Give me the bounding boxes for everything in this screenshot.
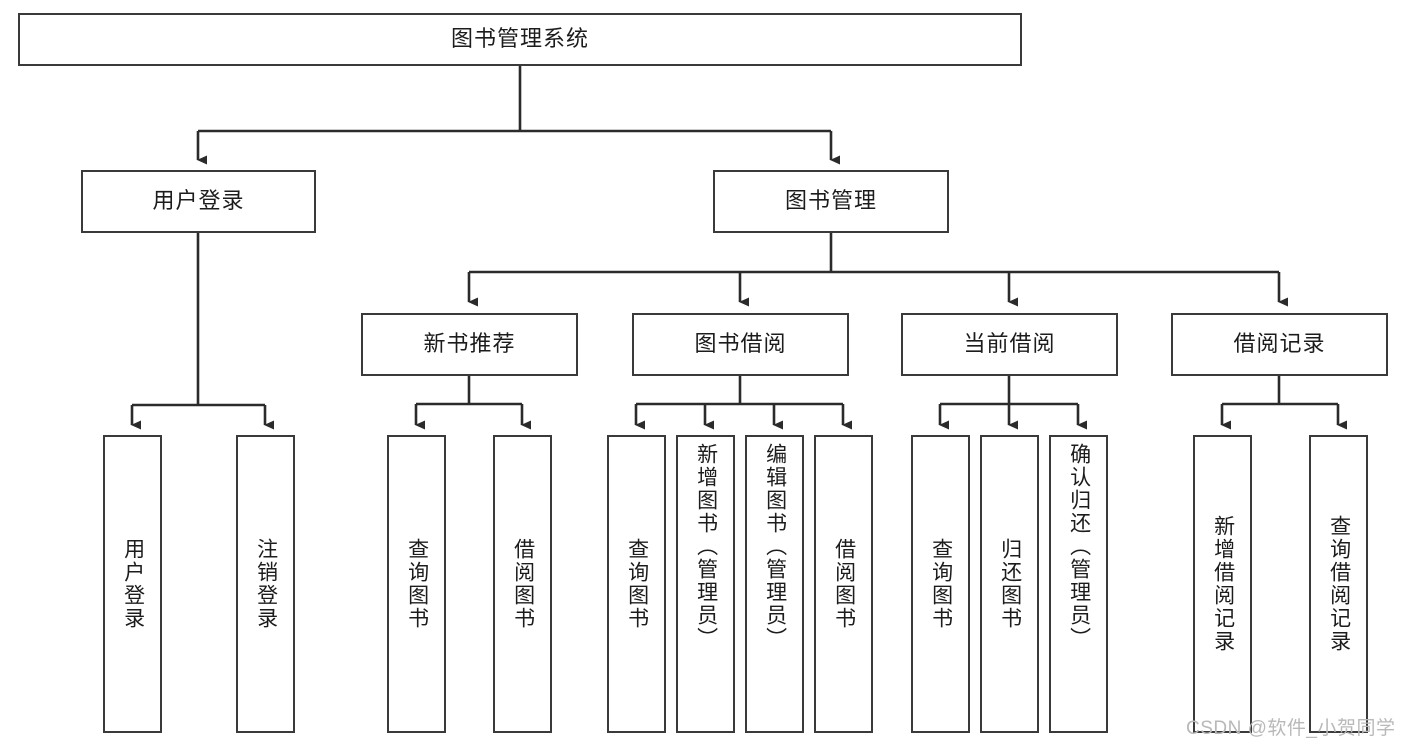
node-leaf-query-book-1-label: 查询图书 bbox=[405, 538, 429, 630]
node-user-login[interactable]: 用户登录 bbox=[81, 170, 316, 233]
node-book-manage-label: 图书管理 bbox=[784, 188, 877, 214]
node-leaf-user-login[interactable]: 用户登录 bbox=[103, 435, 162, 733]
node-leaf-confirm-return-label: 确认归还（管理员） bbox=[1067, 443, 1091, 650]
node-current-borrow-label: 当前借阅 bbox=[963, 331, 1056, 357]
node-leaf-query-book-1[interactable]: 查询图书 bbox=[387, 435, 446, 733]
node-borrow-record[interactable]: 借阅记录 bbox=[1171, 313, 1388, 376]
node-leaf-query-record[interactable]: 查询借阅记录 bbox=[1309, 435, 1368, 733]
node-leaf-borrow-book-2-label: 借阅图书 bbox=[832, 538, 856, 630]
node-book-borrow[interactable]: 图书借阅 bbox=[632, 313, 849, 376]
node-root[interactable]: 图书管理系统 bbox=[18, 13, 1022, 66]
node-current-borrow[interactable]: 当前借阅 bbox=[901, 313, 1118, 376]
csdn-watermark: CSDN @软件_小贺同学 bbox=[1186, 718, 1396, 739]
node-leaf-edit-book-label: 编辑图书（管理员） bbox=[763, 443, 787, 650]
node-leaf-add-record-label: 新增借阅记录 bbox=[1211, 515, 1235, 653]
node-leaf-user-logout[interactable]: 注销登录 bbox=[236, 435, 295, 733]
node-leaf-edit-book[interactable]: 编辑图书（管理员） bbox=[745, 435, 804, 733]
node-leaf-query-record-label: 查询借阅记录 bbox=[1327, 515, 1351, 653]
node-leaf-query-book-2[interactable]: 查询图书 bbox=[607, 435, 666, 733]
node-book-manage[interactable]: 图书管理 bbox=[713, 170, 949, 233]
node-user-login-label: 用户登录 bbox=[152, 188, 245, 214]
node-leaf-user-logout-label: 注销登录 bbox=[254, 538, 278, 630]
node-root-label: 图书管理系统 bbox=[450, 26, 589, 52]
node-book-borrow-label: 图书借阅 bbox=[694, 331, 787, 357]
node-borrow-record-label: 借阅记录 bbox=[1233, 331, 1326, 357]
node-new-book-recommend[interactable]: 新书推荐 bbox=[361, 313, 578, 376]
node-leaf-borrow-book-2[interactable]: 借阅图书 bbox=[814, 435, 873, 733]
node-leaf-return-book[interactable]: 归还图书 bbox=[980, 435, 1039, 733]
node-leaf-query-book-3[interactable]: 查询图书 bbox=[911, 435, 970, 733]
node-leaf-query-book-3-label: 查询图书 bbox=[929, 538, 953, 630]
node-leaf-confirm-return[interactable]: 确认归还（管理员） bbox=[1049, 435, 1108, 733]
node-leaf-borrow-book-1[interactable]: 借阅图书 bbox=[493, 435, 552, 733]
node-leaf-borrow-book-1-label: 借阅图书 bbox=[511, 538, 535, 630]
node-leaf-user-login-label: 用户登录 bbox=[121, 538, 145, 630]
node-leaf-query-book-2-label: 查询图书 bbox=[625, 538, 649, 630]
node-leaf-add-book-label: 新增图书（管理员） bbox=[694, 443, 718, 650]
node-leaf-add-record[interactable]: 新增借阅记录 bbox=[1193, 435, 1252, 733]
node-new-book-recommend-label: 新书推荐 bbox=[423, 331, 516, 357]
node-leaf-return-book-label: 归还图书 bbox=[998, 538, 1022, 630]
node-leaf-add-book[interactable]: 新增图书（管理员） bbox=[676, 435, 735, 733]
